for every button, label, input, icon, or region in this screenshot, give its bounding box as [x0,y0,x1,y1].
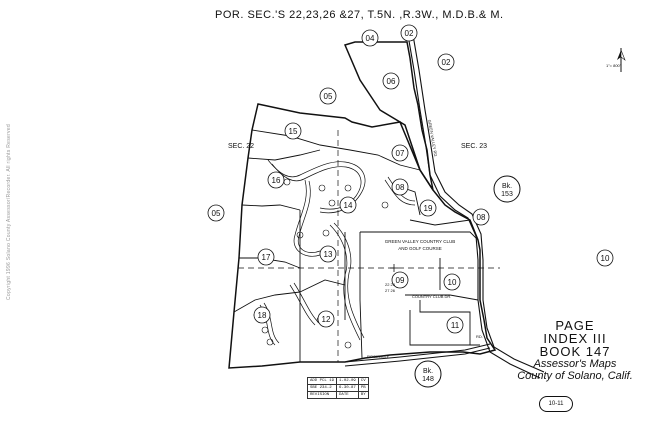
revision-cell: 6-30-87 [336,384,359,392]
parcel-04: 04 [361,29,379,47]
parcel-number: 08 [477,213,486,222]
parcel-number: 19 [424,204,433,213]
parcel-08: 08 [391,178,409,196]
section-22-label: SEC. 22 [228,143,254,150]
country-club-drive-label: COUNTRY CLUB DR. [412,294,451,299]
book-ref-label: Bk. [423,368,433,375]
parcel-lines [233,129,480,362]
parcel-number: 14 [344,201,353,210]
parcel-08-2: 08 [472,208,490,226]
index-label: INDEX III [543,331,607,346]
north-arrow: 1"= 800' [606,46,636,86]
parcel-16: 16 [267,171,285,189]
subdivision-boundary [228,103,497,369]
parcel-number: 13 [324,250,333,259]
north-parcel-boundary [343,41,434,191]
section-corner-label-bottom: 27 26 [385,288,396,293]
parcel-number: 08 [396,183,405,192]
parcel-number: 12 [322,315,331,324]
rockville-road [344,343,491,367]
parcel-number: 18 [258,311,267,320]
parcel-13: 13 [319,245,337,263]
book-ref-number: 153 [501,191,513,198]
parcel-number: 11 [451,321,460,330]
book-label: BOOK 147 [539,344,611,359]
revision-cell: DATE [336,391,359,399]
parcel-07: 07 [391,144,409,162]
parcel-number-labels: 02 02 04 05 05 06 07 08 08 09 10 10 11 12 13 14 15 16 17 18… [207,24,614,334]
parcel-02-2: 02 [437,53,455,71]
parcel-05-2: 05 [207,204,225,222]
parcel-11: 11 [446,316,464,334]
parcel-number: 06 [387,77,396,86]
parcel-02: 02 [400,24,418,42]
parcel-number: 09 [396,276,405,285]
parcel-18: 18 [253,306,271,324]
rockville-road-label: ROCKVILLE [367,354,390,359]
parcel-number: 05 [212,209,221,218]
road-label: RD. [476,334,483,339]
parcel-14: 14 [339,196,357,214]
section-23-label: SEC. 23 [461,143,487,150]
green-valley-road-label: GREEN VALLEY RD. [427,119,439,157]
page-index-block: PAGE INDEX III BOOK 147 Assessor's Maps … [510,319,640,382]
revision-cell: 1-02-09 [336,377,359,385]
sheet-number: 10-11 [539,396,573,412]
map-scale: 1"= 800' [606,63,621,68]
parcel-number: 04 [366,34,375,43]
county-label: County of Solano, Calif. [517,370,633,382]
parcel-19: 19 [419,199,437,217]
parcel-05: 05 [319,87,337,105]
parcel-10: 10 [443,273,461,291]
map-title: POR. SEC.'S 22,23,26 &27, T.5N. ,R.3W., … [215,9,504,21]
parcel-10-2: 10 [596,249,614,267]
section-corner [390,264,398,272]
parcel-number: 10 [601,254,610,263]
parcel-number: 15 [289,127,298,136]
section-lines [238,130,500,362]
parcel-15: 15 [284,122,302,140]
parcel-09: 09 [391,271,409,289]
revision-cell: SBE 234-2 [306,384,338,392]
parcel-06: 06 [382,72,400,90]
parcel-number: 02 [405,29,414,38]
revision-cell: ADD PCL 19 [306,377,338,385]
north-arrow-icon [617,48,626,72]
parcel-number: 02 [442,58,451,67]
revision-cell: REVISION [306,391,338,399]
parcel-number: 07 [396,149,405,158]
book-ref-153: Bk. 153 [493,175,521,203]
golf-course-label: GREEN VALLEY COUNTRY CLUB [385,239,455,244]
book-ref-label: Bk. [502,183,512,190]
parcel-number: 17 [262,253,271,262]
parcel-17: 17 [257,248,275,266]
revision-cell: PB [357,384,369,392]
book-ref-148: Bk. 148 [414,360,442,388]
book-ref-number: 148 [422,376,434,383]
parcel-number: 10 [448,278,457,287]
golf-course-label-2: AND GOLF COURSE [398,246,442,251]
assessor-maps-label: Assessor's Maps [533,358,617,370]
revision-cell: CV [357,377,369,385]
section-corner-label-top: 22 23 [385,282,396,287]
parcel-12: 12 [317,310,335,328]
parcel-number: 05 [324,92,333,101]
page-label: PAGE [555,318,595,333]
parcel-number: 16 [272,176,281,185]
revision-cell: BY [357,391,369,399]
